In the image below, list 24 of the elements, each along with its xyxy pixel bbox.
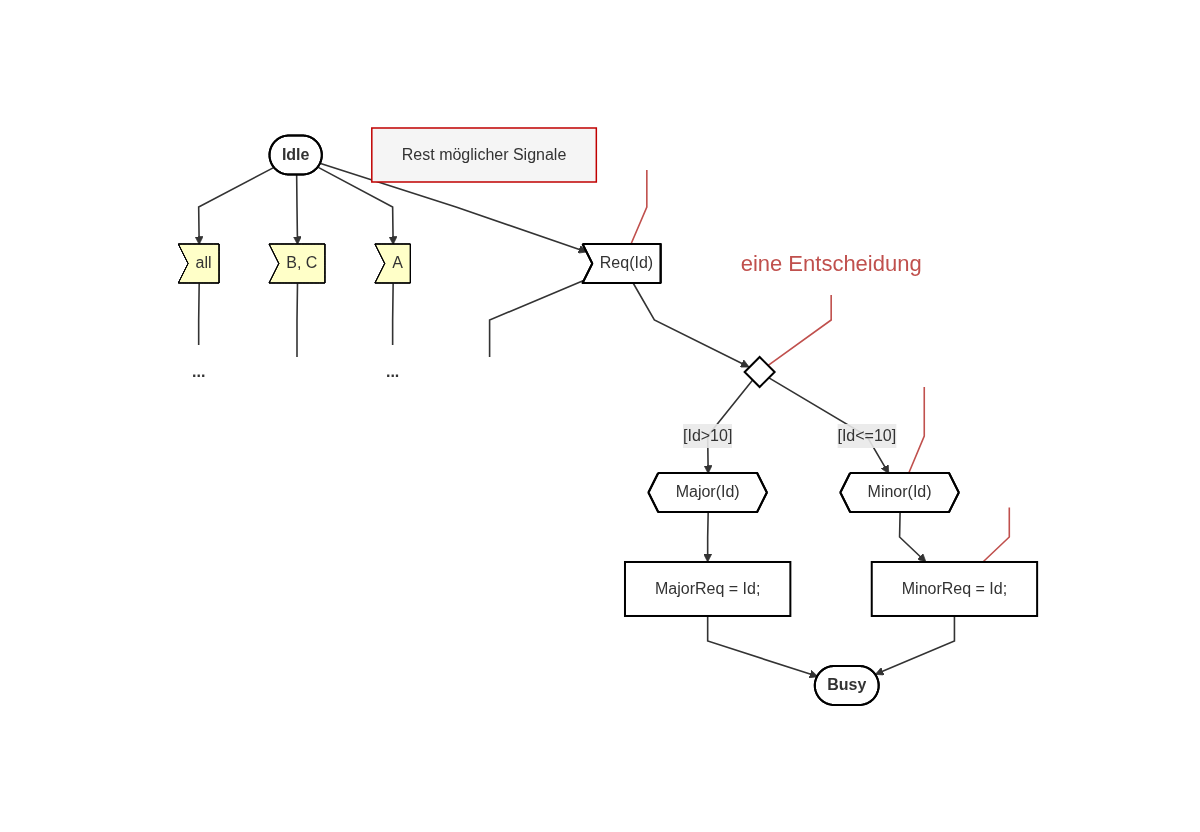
node-box: MinorReq = Id; [871,560,1039,617]
arrow [703,511,713,562]
connector [982,506,1011,563]
connector [767,293,833,366]
arrow [320,162,588,253]
edge-label: [Id<=10] [837,426,897,444]
node-box: MajorReq = Id; [624,560,792,617]
connector [908,385,926,474]
arrow [633,282,750,367]
connector [392,282,395,346]
arrow [293,173,303,245]
node-diamond [743,355,777,388]
arrow [899,511,927,562]
node-text: ... [386,362,400,380]
arrow [195,166,276,245]
arrow [317,166,398,245]
connector [198,282,201,346]
node-box: Rest möglicher Signale [371,126,598,183]
edge-label: [Id>10] [683,426,733,444]
connector [296,282,299,358]
arrow [875,614,956,675]
node-text: eine Entscheidung [741,250,923,276]
node-text: ... [192,362,206,380]
arrow [707,614,819,678]
